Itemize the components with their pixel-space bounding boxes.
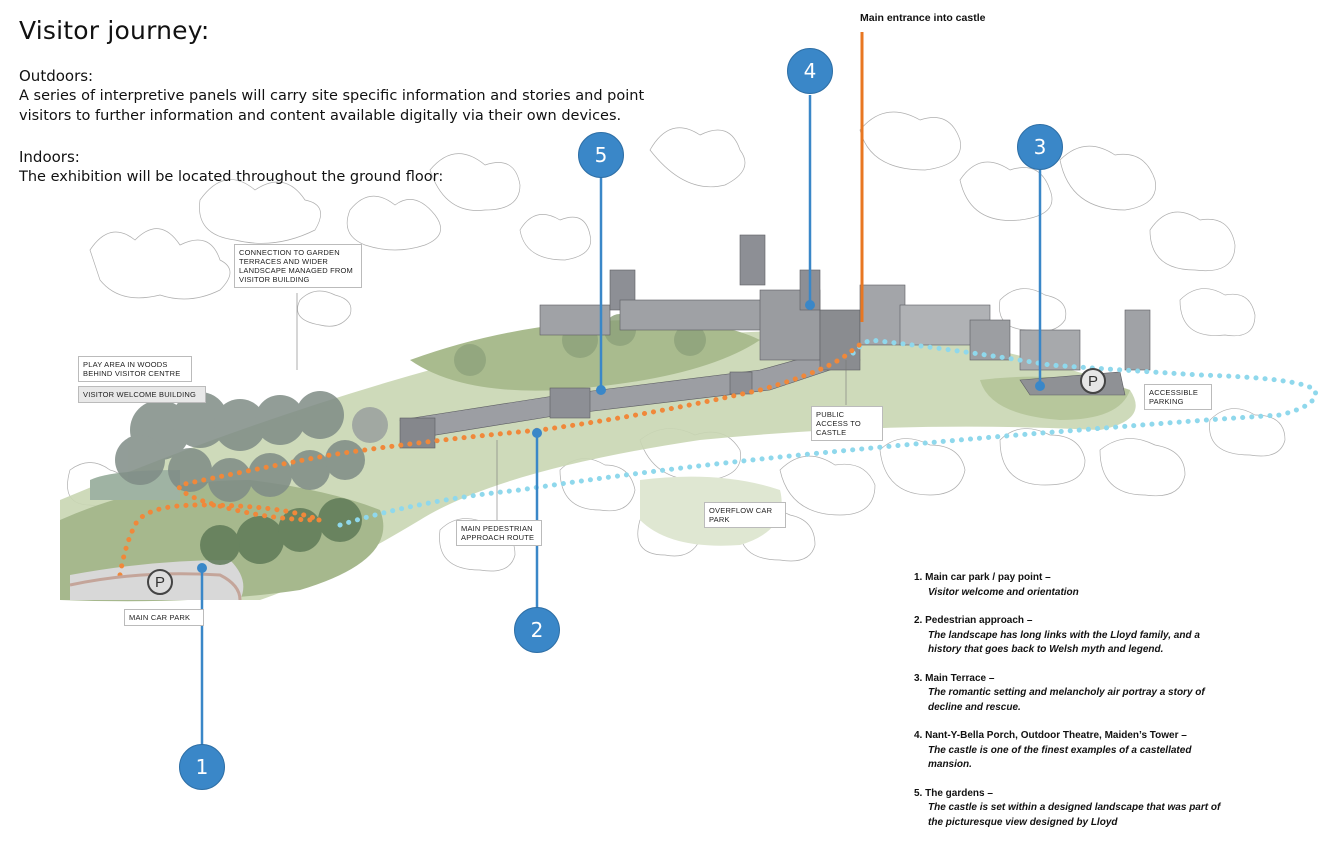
pedestrian-route-label: MAIN PEDESTRIAN APPROACH ROUTE [456, 520, 542, 546]
legend-item: 3. Main Terrace – The romantic setting a… [914, 672, 1324, 716]
play-area-label: PLAY AREA IN WOODS BEHIND VISITOR CENTRE [78, 356, 192, 382]
marker-5: 5 [578, 132, 624, 178]
public-access-label: PUBLIC ACCESS TO CASTLE [811, 406, 883, 441]
indoors-text: The exhibition will be located throughou… [19, 169, 444, 185]
marker-2: 2 [514, 607, 560, 653]
overflow-car-park-label: OVERFLOW CAR PARK [704, 502, 786, 528]
legend-heading: 1. Main car park / pay point – [914, 572, 1051, 583]
tree-canopy [115, 314, 706, 565]
legend: 1. Main car park / pay point – Visitor w… [914, 571, 1324, 844]
main-car-park-label: MAIN CAR PARK [124, 609, 204, 626]
legend-heading: 4. Nant-Y-Bella Porch, Outdoor Theatre, … [914, 730, 1187, 741]
entrance-label: Main entrance into castle [860, 12, 986, 24]
legend-item: 1. Main car park / pay point – Visitor w… [914, 571, 1324, 600]
marker-1: 1 [179, 744, 225, 790]
legend-text: Visitor welcome and orientation [928, 586, 1079, 598]
label-leaders [296, 293, 847, 520]
legend-item: 4. Nant-Y-Bella Porch, Outdoor Theatre, … [914, 729, 1324, 773]
legend-heading: 3. Main Terrace – [914, 672, 995, 684]
legend-text: The castle is one of the finest examples… [928, 744, 1192, 771]
connection-label: CONNECTION TO GARDEN TERRACES AND WIDER … [234, 244, 362, 288]
welcome-building-label: VISITOR WELCOME BUILDING [78, 386, 206, 403]
parking-icon: P [1080, 368, 1106, 394]
parking-icon: P [147, 569, 173, 595]
orange-dotted-route [117, 337, 868, 578]
outdoors-text: A series of interpretive panels will car… [19, 88, 645, 124]
accessible-parking-label: ACCESSIBLE PARKING [1144, 384, 1212, 410]
blue-dotted-route [337, 337, 1319, 528]
marker-4: 4 [787, 48, 833, 94]
page-title: Visitor journey: [19, 16, 210, 45]
legend-text: The romantic setting and melancholy air … [928, 687, 1205, 713]
marker-dots [197, 300, 1045, 573]
legend-item: 5. The gardens – The castle is set withi… [914, 787, 1324, 831]
legend-heading: 2. Pedestrian approach – [914, 615, 1033, 626]
legend-item: 2. Pedestrian approach – The landscape h… [914, 614, 1324, 658]
outdoors-heading: Outdoors: [19, 67, 94, 85]
legend-text: The castle is set within a designed land… [928, 802, 1221, 828]
indoors-heading: Indoors: [19, 148, 80, 166]
legend-text: The landscape has long links with the Ll… [928, 629, 1200, 656]
marker-lines [200, 95, 1042, 745]
tree-sketches [67, 111, 1286, 572]
legend-heading: 5. The gardens – [914, 787, 993, 799]
marker-3: 3 [1017, 124, 1063, 170]
